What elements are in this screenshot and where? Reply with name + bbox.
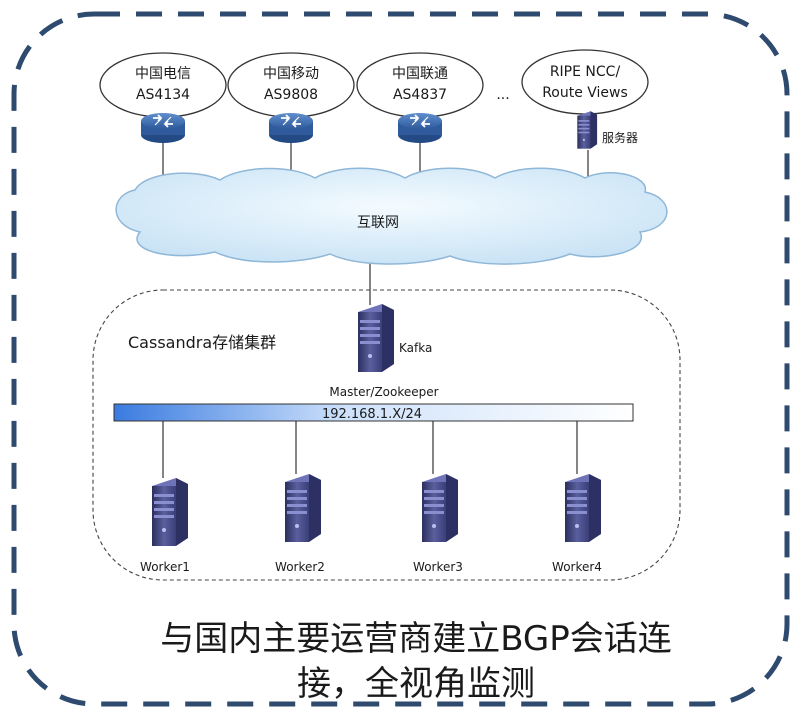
- worker-label: Worker4: [552, 560, 602, 574]
- master-label: Master/Zookeeper: [329, 385, 438, 399]
- isp-name: 中国联通: [392, 66, 448, 82]
- isp-node-mobile: 中国移动 AS9808: [227, 52, 355, 118]
- isp-as: AS9808: [264, 87, 318, 103]
- isp-as: AS4134: [136, 87, 190, 103]
- subnet-label: 192.168.1.X/24: [322, 407, 422, 422]
- cluster-label: Cassandra存储集群: [128, 333, 276, 352]
- outer-dashed-border: [11, 11, 790, 707]
- internet-label: 互联网: [357, 215, 399, 231]
- ripe-server-label: 服务器: [602, 130, 638, 145]
- worker-label: Worker2: [275, 560, 325, 574]
- subnet-bar: [113, 403, 634, 422]
- worker-server-icon: [422, 474, 458, 542]
- server-icon: [577, 111, 598, 149]
- isp-name: 中国电信: [135, 66, 191, 82]
- ripe-line2: Route Views: [542, 85, 628, 101]
- worker-label: Worker3: [413, 560, 463, 574]
- internet-cloud: [115, 167, 668, 265]
- worker-links: [162, 421, 578, 478]
- isp-name: 中国移动: [263, 66, 319, 82]
- isp-node-telecom: 中国电信 AS4134: [99, 52, 227, 118]
- worker-server-icon: [152, 478, 188, 546]
- cluster-boundary: [92, 289, 681, 581]
- isp-as: AS4837: [393, 87, 447, 103]
- router-icon: [140, 112, 186, 144]
- router-icon: [397, 112, 443, 144]
- caption-line1: 与国内主要运营商建立BGP会话连: [160, 619, 672, 659]
- caption-line2: 接，全视角监测: [297, 664, 535, 704]
- router-icon: [268, 112, 314, 144]
- worker-server-icon: [565, 474, 601, 542]
- worker-server-icon: [285, 474, 321, 542]
- ellipsis: ...: [496, 87, 509, 103]
- ripe-line1: RIPE NCC/: [550, 64, 621, 80]
- master-server-icon: [358, 304, 394, 372]
- kafka-label: Kafka: [399, 341, 432, 355]
- worker-label: Worker1: [140, 560, 190, 574]
- isp-node-unicom: 中国联通 AS4837: [356, 52, 484, 118]
- ripe-node: RIPE NCC/ Route Views: [521, 49, 649, 115]
